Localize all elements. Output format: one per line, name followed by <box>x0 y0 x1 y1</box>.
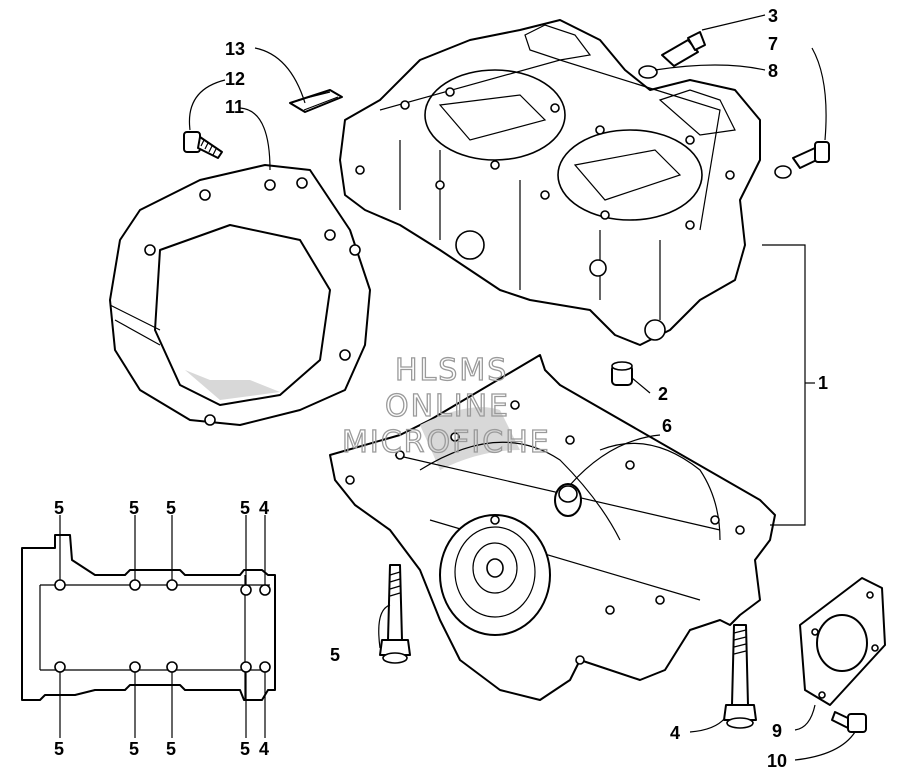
inset-callout-5-bottom-2: 5 <box>129 739 139 759</box>
callout-6: 6 <box>662 416 672 436</box>
callout-10: 10 <box>767 751 787 771</box>
callout-9: 9 <box>772 721 782 741</box>
inset-callout-4-top: 4 <box>259 498 269 518</box>
bolt-10 <box>831 711 867 733</box>
callout-3: 3 <box>768 6 778 26</box>
bolt-pattern-inset <box>21 534 276 701</box>
long-bolt-4 <box>723 624 757 729</box>
inset-callout-5-top-1: 5 <box>54 498 64 518</box>
watermark-line-2: ONLINE <box>385 389 510 424</box>
long-bolt-5 <box>379 564 411 664</box>
gasket-9 <box>799 577 886 706</box>
callout-12: 12 <box>225 69 245 89</box>
callout-2: 2 <box>658 384 668 404</box>
bolt-7 <box>774 141 830 179</box>
inset-callout-5-bottom-1: 5 <box>54 739 64 759</box>
inset-callout-5-top-2: 5 <box>129 498 139 518</box>
callout-7: 7 <box>768 34 778 54</box>
leader-lines <box>59 14 856 761</box>
crankcase-cover <box>109 164 371 426</box>
upper-crankcase <box>339 19 761 346</box>
lower-crankcase <box>329 354 776 701</box>
dowel-2 <box>611 361 633 386</box>
inset-callout-5-bottom-3: 5 <box>166 739 176 759</box>
inset-callout-5-top-4: 5 <box>240 498 250 518</box>
callout-1: 1 <box>818 373 828 393</box>
callout-13: 13 <box>225 39 245 59</box>
callout-11: 11 <box>225 97 244 117</box>
clip-13 <box>289 89 343 113</box>
bolt-12 <box>183 131 223 159</box>
watermark-line-1: HLSMS <box>395 353 508 388</box>
watermark: HLSMS ONLINE MICROFICHE <box>341 352 551 460</box>
callouts: 3 7 8 13 12 11 1 2 6 5 4 9 10 5 5 5 5 4 … <box>54 6 828 771</box>
callout-8: 8 <box>768 61 778 81</box>
inset-callout-5-bottom-4: 5 <box>240 739 250 759</box>
inset-callout-4-bottom: 4 <box>259 739 269 759</box>
callout-5-bolt: 5 <box>330 645 340 665</box>
fitting-3 <box>638 31 706 79</box>
watermark-line-3: MICROFICHE <box>342 425 551 460</box>
inset-callout-5-top-3: 5 <box>166 498 176 518</box>
callout-4-bolt: 4 <box>670 723 680 743</box>
